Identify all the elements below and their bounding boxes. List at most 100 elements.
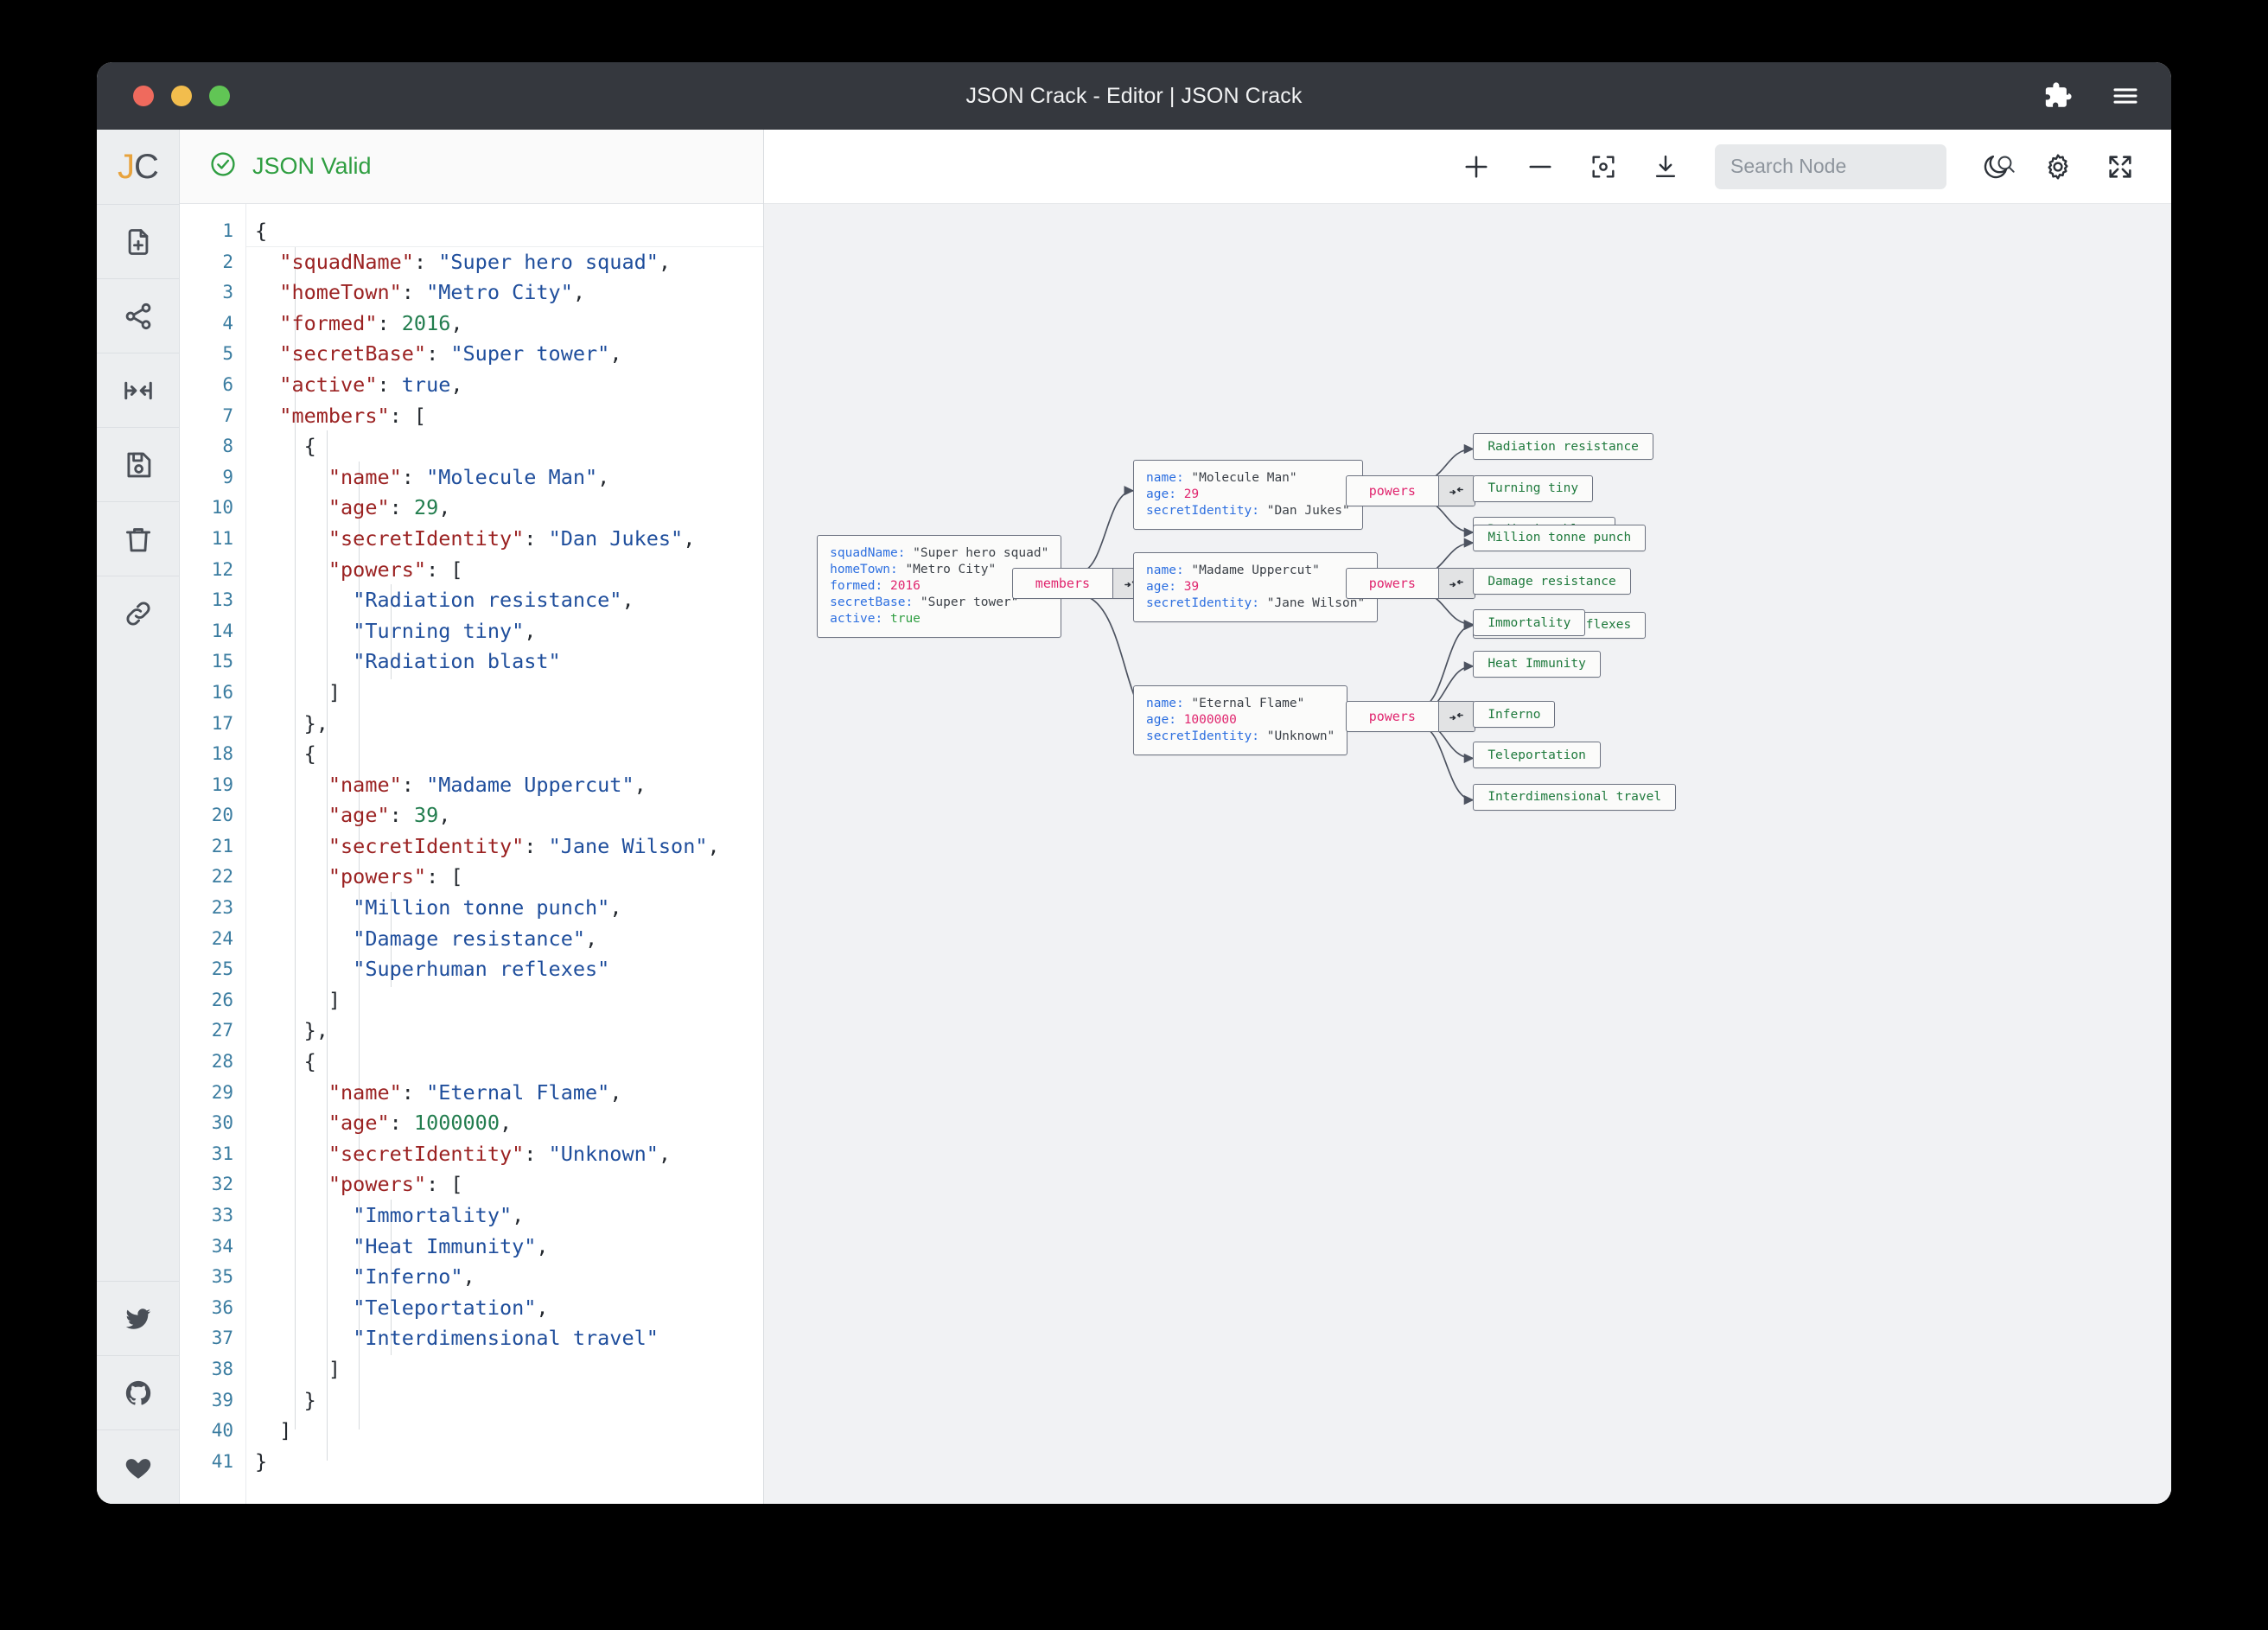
hamburger-menu-icon[interactable] (2111, 81, 2140, 111)
graph-leaf-node[interactable]: Turning tiny (1473, 474, 1594, 502)
line-number: 30 (211, 1112, 233, 1134)
graph-root-node[interactable]: squadName: "Super hero squad"homeTown: "… (817, 535, 1062, 639)
search-node-box[interactable] (1715, 143, 2015, 189)
code-line[interactable]: "secretIdentity": "Unknown", (246, 1139, 763, 1170)
code-line[interactable]: { (246, 216, 763, 247)
code-line[interactable]: "active": true, (246, 370, 763, 401)
code-line[interactable]: "secretIdentity": "Jane Wilson", (246, 831, 763, 863)
code-token (255, 404, 279, 428)
code-line[interactable]: ] (246, 678, 763, 709)
code-line[interactable]: "homeTown": "Metro City", (246, 277, 763, 309)
code-line[interactable]: { (246, 431, 763, 462)
graph-node-powers-2[interactable]: powers (1345, 568, 1475, 600)
fullscreen-icon[interactable] (2106, 152, 2135, 181)
code-line[interactable]: { (246, 739, 763, 770)
code-line[interactable]: "powers": [ (246, 862, 763, 893)
code-line[interactable]: "formed": 2016, (246, 309, 763, 340)
code-token: , (707, 833, 720, 858)
code-line[interactable]: }, (246, 1016, 763, 1047)
code-line[interactable]: "Inferno", (246, 1262, 763, 1293)
maximize-window-button[interactable] (209, 86, 230, 106)
code-line[interactable]: "name": "Madame Uppercut", (246, 770, 763, 801)
code-line[interactable]: "Teleportation", (246, 1293, 763, 1324)
code-line[interactable]: "Million tonne punch", (246, 893, 763, 924)
code-line[interactable]: "Interdimensional travel" (246, 1323, 763, 1354)
graph-leaf-node[interactable]: Million tonne punch (1473, 524, 1647, 551)
code-content[interactable]: { "squadName": "Super hero squad", "home… (245, 204, 763, 1504)
graph-node-members[interactable]: members (1011, 568, 1150, 600)
code-line[interactable]: "Immortality", (246, 1200, 763, 1232)
moon-icon[interactable] (1981, 152, 2010, 181)
code-line[interactable]: }, (246, 709, 763, 740)
graph-leaf-node[interactable]: Interdimensional travel (1473, 783, 1677, 811)
close-window-button[interactable] (133, 86, 154, 106)
collapse-arrows-icon[interactable] (1437, 702, 1475, 732)
sidebar-item-twitter[interactable] (97, 1281, 179, 1355)
code-line[interactable]: "age": 29, (246, 493, 763, 524)
code-line[interactable]: "Turning tiny", (246, 616, 763, 647)
code-line[interactable]: } (246, 1385, 763, 1417)
graph-leaf-node[interactable]: Inferno (1473, 701, 1556, 729)
graph-leaf-node[interactable]: Immortality (1473, 609, 1586, 637)
graph-leaf-node[interactable]: Damage resistance (1473, 568, 1631, 595)
code-line[interactable]: "name": "Eternal Flame", (246, 1078, 763, 1109)
gear-icon[interactable] (2043, 152, 2073, 181)
line-number: 26 (211, 989, 233, 1010)
graph-node-powers-1[interactable]: powers (1345, 474, 1475, 506)
code-line[interactable]: ] (246, 985, 763, 1016)
center-view-icon[interactable] (1589, 152, 1618, 181)
download-icon[interactable] (1651, 152, 1680, 181)
sidebar-item-collapse-expand[interactable] (97, 353, 179, 427)
node-leaf-label: Inferno (1488, 707, 1541, 722)
sidebar-item-save[interactable] (97, 427, 179, 501)
code-line[interactable]: ] (246, 1354, 763, 1385)
sidebar-item-github[interactable] (97, 1355, 179, 1429)
sidebar-item-delete[interactable] (97, 501, 179, 576)
code-line[interactable]: ] (246, 1416, 763, 1447)
sidebar-item-new-document[interactable] (97, 204, 179, 278)
code-line[interactable]: } (246, 1447, 763, 1478)
code-line[interactable]: "Radiation blast" (246, 646, 763, 678)
code-token (255, 280, 279, 304)
graph-leaf-node[interactable]: Teleportation (1473, 742, 1601, 769)
code-line[interactable]: "powers": [ (246, 1169, 763, 1200)
graph-leaf-node[interactable]: Radiation resistance (1473, 433, 1653, 461)
line-number: 3 (222, 282, 233, 303)
code-token: "powers" (328, 864, 427, 889)
collapse-arrows-icon[interactable] (1437, 475, 1475, 506)
node-property-value: 39 (1183, 580, 1200, 595)
zoom-in-icon[interactable] (1461, 151, 1492, 182)
code-line[interactable]: "Superhuman reflexes" (246, 954, 763, 985)
code-line[interactable]: "age": 1000000, (246, 1108, 763, 1139)
code-line[interactable]: { (246, 1047, 763, 1078)
sidebar-item-share-graph[interactable] (97, 278, 179, 353)
zoom-out-icon[interactable] (1525, 151, 1556, 182)
graph-canvas[interactable]: squadName: "Super hero squad"homeTown: "… (764, 204, 2171, 1504)
code-line[interactable]: "name": "Molecule Man", (246, 462, 763, 493)
sidebar-item-sponsor[interactable] (97, 1429, 179, 1504)
code-token (255, 803, 328, 827)
graph-leaf-node[interactable]: Heat Immunity (1473, 650, 1601, 678)
code-line[interactable]: "powers": [ (246, 555, 763, 586)
minimize-window-button[interactable] (171, 86, 192, 106)
code-token: "name" (328, 464, 402, 489)
code-line[interactable]: "Damage resistance", (246, 924, 763, 955)
code-line[interactable]: "squadName": "Super hero squad", (246, 247, 763, 278)
code-token: 39 (413, 803, 439, 828)
code-line[interactable]: "members": [ (246, 401, 763, 432)
collapse-arrows-icon[interactable] (1437, 569, 1475, 599)
sidebar-item-copy-link[interactable] (97, 576, 179, 650)
graph-node-powers-3[interactable]: powers (1345, 701, 1475, 733)
code-line[interactable]: "secretBase": "Super tower", (246, 339, 763, 370)
code-line[interactable]: "age": 39, (246, 800, 763, 831)
code-line[interactable]: "secretIdentity": "Dan Jukes", (246, 524, 763, 555)
code-line[interactable]: "Radiation resistance", (246, 585, 763, 616)
puzzle-piece-icon[interactable] (2043, 81, 2073, 111)
search-input[interactable] (1730, 155, 1986, 178)
code-line[interactable]: "Heat Immunity", (246, 1232, 763, 1263)
